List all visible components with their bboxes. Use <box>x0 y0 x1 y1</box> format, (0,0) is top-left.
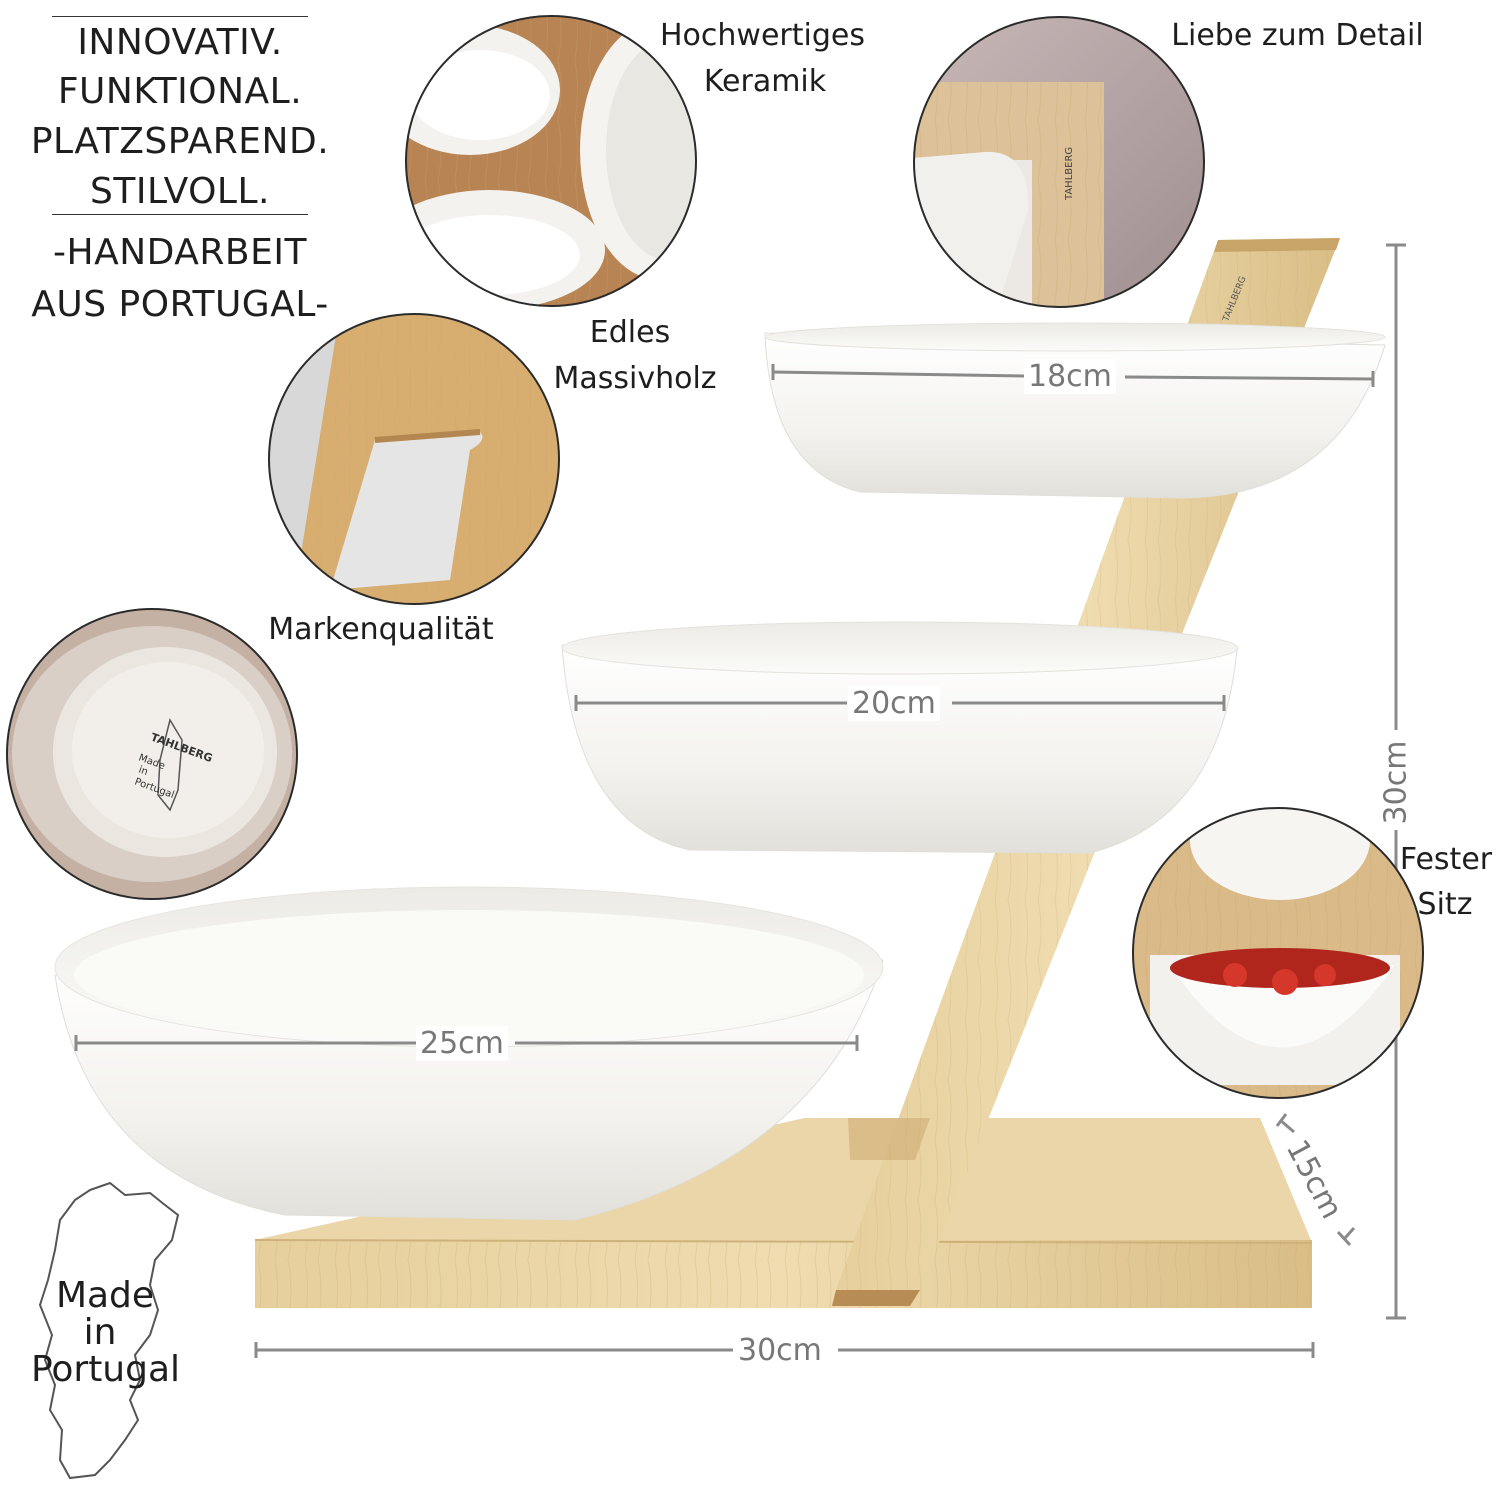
top-bowl <box>764 322 1386 499</box>
portugal-map-icon <box>38 1181 180 1480</box>
callout-ceramic-line1: Hochwertiges <box>660 18 865 53</box>
detail-brand-text: TAHLBERG <box>1064 147 1075 201</box>
callout-wood-line1: Edles <box>589 315 671 350</box>
dim-width-label: 30cm <box>734 1333 826 1368</box>
slogan-funktional: FUNKTIONAL. <box>57 71 303 112</box>
dimension-lines <box>74 243 1406 1358</box>
callout-ceramic-line2: Keramik <box>703 64 827 99</box>
dim-line-top-right <box>1124 375 1374 381</box>
callout-brand: Markenqualität <box>268 612 494 647</box>
slogan-top-rule <box>52 16 308 17</box>
dim-middle-bowl-label: 20cm <box>848 686 940 721</box>
slogan-platzsparend: PLATZSPAREND. <box>30 121 330 162</box>
detail-circle-wood <box>268 313 560 605</box>
callout-fit-line2: Sitz <box>1417 887 1473 922</box>
made-in-line2: in <box>83 1312 117 1353</box>
made-in-line3: Portugal <box>30 1349 181 1390</box>
stamp-line2: in <box>137 764 149 777</box>
detail-circle-brand: TAHLBERG Made in Portugal <box>6 608 298 900</box>
callout-wood-line2: Massivholz <box>553 361 717 396</box>
detail-circle-detail: TAHLBERG <box>913 16 1205 308</box>
slogan-bottom-rule <box>52 214 308 215</box>
callout-detail: Liebe zum Detail <box>1171 18 1424 53</box>
bottom-bowl <box>54 886 884 1221</box>
detail-circle-fit <box>1132 807 1424 1099</box>
dim-top-bowl-label: 18cm <box>1024 359 1116 394</box>
slogan-innovativ: INNOVATIV. <box>77 22 283 63</box>
dim-line-top-left <box>772 370 1026 378</box>
detail-circle-ceramic <box>405 15 697 307</box>
handarbeit-line1: -HANDARBEIT <box>53 232 307 273</box>
handarbeit-line2: AUS PORTUGAL- <box>31 284 329 325</box>
callout-fit-line1: Fester <box>1399 842 1493 877</box>
dim-height-label: 30cm <box>1378 736 1414 829</box>
dim-bottom-bowl-label: 25cm <box>416 1026 508 1061</box>
middle-bowl <box>561 621 1239 854</box>
made-in-line1: Made <box>55 1275 155 1316</box>
slogan-stilvoll: STILVOLL. <box>90 171 270 212</box>
